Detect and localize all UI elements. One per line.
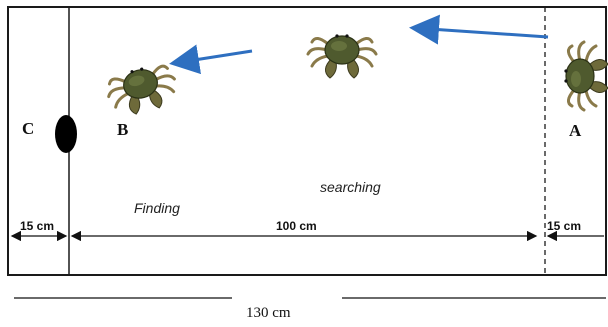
point-c-label: C <box>22 120 34 137</box>
burrow-hole-icon <box>55 115 77 153</box>
crab-icon <box>564 42 608 110</box>
point-b-label: B <box>117 121 128 138</box>
left-zone-measurement: 15 cm <box>20 220 54 232</box>
right-zone-measurement: 15 cm <box>547 220 581 232</box>
point-a-label: A <box>569 122 581 139</box>
movement-arrow <box>175 51 252 63</box>
crab-icon <box>104 60 181 120</box>
middle-zone-measurement: 100 cm <box>276 220 317 232</box>
arena-frame <box>8 7 606 275</box>
crab-icon <box>308 34 376 78</box>
movement-arrow <box>415 28 548 37</box>
finding-phase-label: Finding <box>134 201 180 215</box>
total-length-measurement: 130 cm <box>246 306 291 321</box>
searching-phase-label: searching <box>320 180 381 194</box>
